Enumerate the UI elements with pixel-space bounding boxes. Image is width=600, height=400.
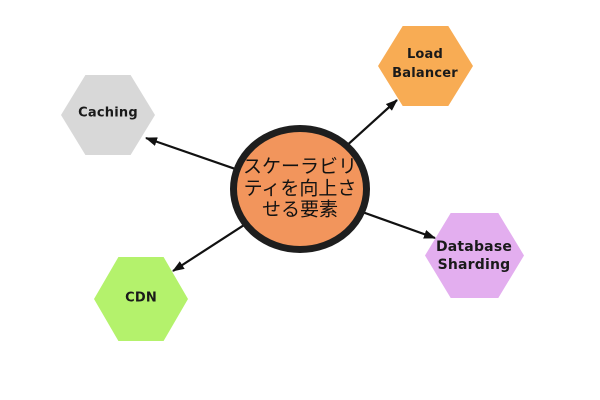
node-load-balancer-hexagon: [378, 26, 473, 106]
center-node-ellipse: [230, 125, 370, 253]
node-cdn-label: CDN: [125, 290, 157, 306]
node-database-sharding-hexagon: [425, 213, 524, 298]
node-cdn-hexagon: [94, 257, 188, 341]
center-node-label: スケーラビリ ティを向上さ せる要素: [242, 155, 357, 221]
node-caching-hexagon: [61, 75, 155, 155]
node-caching-label: Caching: [78, 105, 138, 121]
node-load-balancer-label: Load Balancer: [392, 47, 458, 81]
node-database-sharding-label: Database Sharding: [435, 238, 513, 273]
